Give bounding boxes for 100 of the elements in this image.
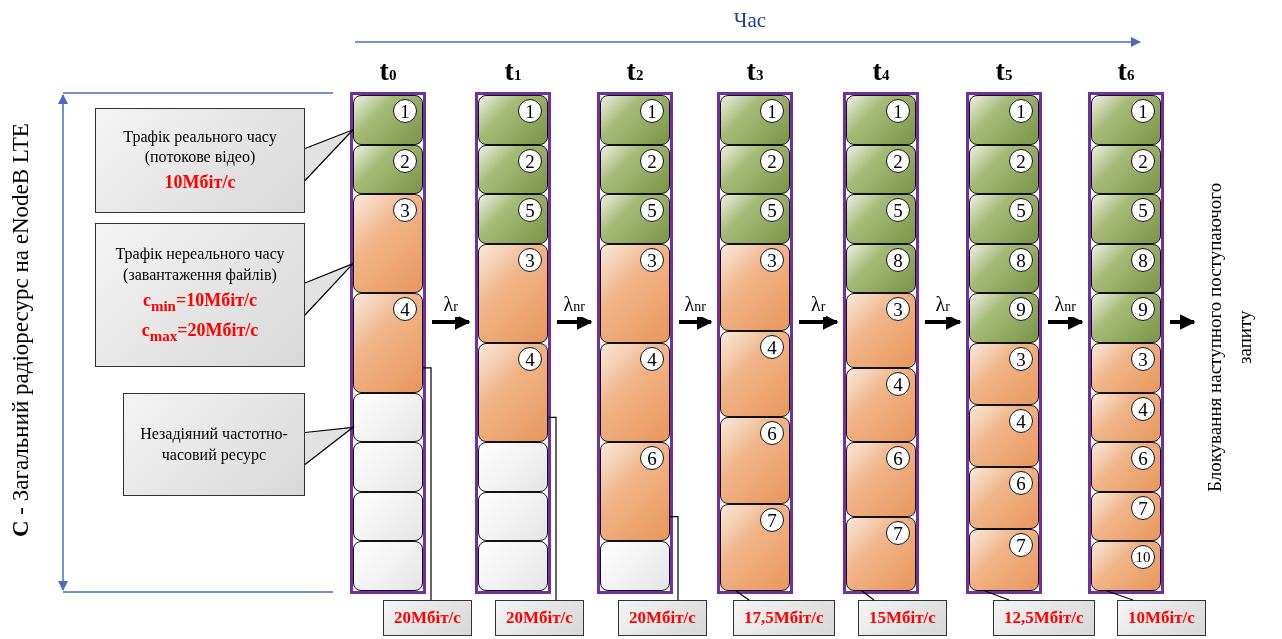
block-number: 1 xyxy=(1009,99,1033,123)
callout-box xyxy=(95,223,305,367)
traffic-block xyxy=(720,504,790,591)
block-number: 6 xyxy=(1009,471,1033,495)
block-number: 2 xyxy=(1009,148,1033,173)
traffic-block xyxy=(353,144,423,195)
callout-pointer xyxy=(735,590,750,601)
traffic-block xyxy=(720,417,790,505)
traffic-block xyxy=(846,243,916,294)
callout-pointer xyxy=(984,590,1010,601)
traffic-block xyxy=(969,293,1039,343)
block-number: 2 xyxy=(760,148,784,173)
arrow xyxy=(799,314,839,330)
traffic-block xyxy=(1091,144,1161,195)
block-number: 5 xyxy=(640,198,664,223)
traffic-block xyxy=(846,442,916,517)
block-number: 3 xyxy=(1131,347,1155,371)
block-number: 6 xyxy=(640,446,664,471)
block-number: 1 xyxy=(640,99,664,123)
rate-callout: 17,5Мбіт/с xyxy=(733,600,835,636)
arrow xyxy=(925,314,962,330)
callout-box xyxy=(123,393,305,496)
block-number: 1 xyxy=(1131,99,1155,123)
callout-text: Незадіяний частотно-часовий ресурс xyxy=(139,423,289,466)
traffic-block xyxy=(353,194,423,294)
traffic-block xyxy=(1091,194,1161,244)
callout-text: Трафік реального часу (потокове відео) xyxy=(122,126,278,168)
block-number: 4 xyxy=(393,297,417,322)
traffic-block xyxy=(720,243,790,331)
block-number: 7 xyxy=(1009,533,1033,557)
block-number: 5 xyxy=(760,198,784,223)
traffic-block xyxy=(600,243,670,343)
block-number: 8 xyxy=(886,247,910,272)
traffic-block xyxy=(1091,243,1161,294)
block-number: 1 xyxy=(760,99,784,123)
traffic-block xyxy=(969,405,1039,467)
rate-callout: 12,5Мбіт/с xyxy=(993,600,1095,636)
block-number: 2 xyxy=(1131,148,1155,173)
rate-value: c$_{max}$=20Мбіт/с xyxy=(140,318,260,346)
traffic-block xyxy=(1091,491,1161,542)
block-number: 10 xyxy=(1131,545,1155,570)
traffic-block xyxy=(600,194,670,244)
traffic-block xyxy=(846,144,916,195)
free-resource-block xyxy=(353,392,423,443)
axis-label: С - Загальний радіоресурс на eNodeB LTE xyxy=(8,122,34,539)
block-number: 4 xyxy=(760,334,784,359)
side-note: Блокування наступного поступаючого запиту xyxy=(1200,170,1278,505)
block-number: 4 xyxy=(886,371,910,396)
traffic-block xyxy=(1091,293,1161,343)
block-number: 4 xyxy=(1009,409,1033,433)
traffic-block xyxy=(969,144,1039,195)
traffic-block xyxy=(478,343,548,443)
rate-callout: 20Мбіт/с xyxy=(618,600,707,636)
block-number: 2 xyxy=(518,148,542,173)
block-number: 6 xyxy=(760,421,784,446)
traffic-block xyxy=(478,194,548,244)
traffic-block xyxy=(969,194,1039,244)
free-resource-block xyxy=(353,541,423,591)
block-number: 6 xyxy=(1131,446,1155,471)
block-number: 3 xyxy=(1009,347,1033,371)
traffic-block xyxy=(353,293,423,393)
traffic-block xyxy=(846,516,916,591)
traffic-block xyxy=(1091,442,1161,492)
block-number: 1 xyxy=(393,99,417,123)
traffic-block xyxy=(600,144,670,195)
block-number: 7 xyxy=(760,508,784,533)
traffic-block xyxy=(600,343,670,443)
block-number: 7 xyxy=(1131,495,1155,520)
rate-value: c$_{min}$=10Мбіт/с xyxy=(141,288,259,316)
block-number: 2 xyxy=(886,148,910,173)
traffic-block xyxy=(846,194,916,244)
traffic-block xyxy=(720,95,790,145)
block-number: 2 xyxy=(640,148,664,173)
traffic-block xyxy=(1091,343,1161,393)
block-number: 5 xyxy=(518,198,542,223)
traffic-block xyxy=(969,243,1039,294)
traffic-block xyxy=(969,467,1039,529)
callout-box xyxy=(95,108,305,213)
callout-text: Трафік нереального часу (завантаження файлів) xyxy=(114,244,286,286)
traffic-block xyxy=(969,343,1039,405)
free-resource-block xyxy=(353,491,423,542)
block-number: 9 xyxy=(1009,297,1033,322)
free-resource-block xyxy=(353,442,423,492)
free-resource-block xyxy=(478,491,548,542)
block-number: 3 xyxy=(518,247,542,272)
block-number: 4 xyxy=(640,347,664,371)
traffic-block xyxy=(478,243,548,343)
block-number: 3 xyxy=(886,297,910,322)
block-number: 9 xyxy=(1131,297,1155,322)
rate-callout: 20Мбіт/с xyxy=(383,600,472,636)
traffic-block xyxy=(969,95,1039,145)
block-number: 8 xyxy=(1131,247,1155,272)
rate-callout: 10Мбіт/с xyxy=(1117,600,1206,636)
callout-pointer xyxy=(861,590,875,601)
arrow xyxy=(432,314,471,330)
traffic-block xyxy=(600,95,670,145)
free-resource-block xyxy=(478,442,548,492)
callout-pointer xyxy=(304,129,354,182)
traffic-block xyxy=(1091,392,1161,443)
arrow xyxy=(1170,314,1196,330)
